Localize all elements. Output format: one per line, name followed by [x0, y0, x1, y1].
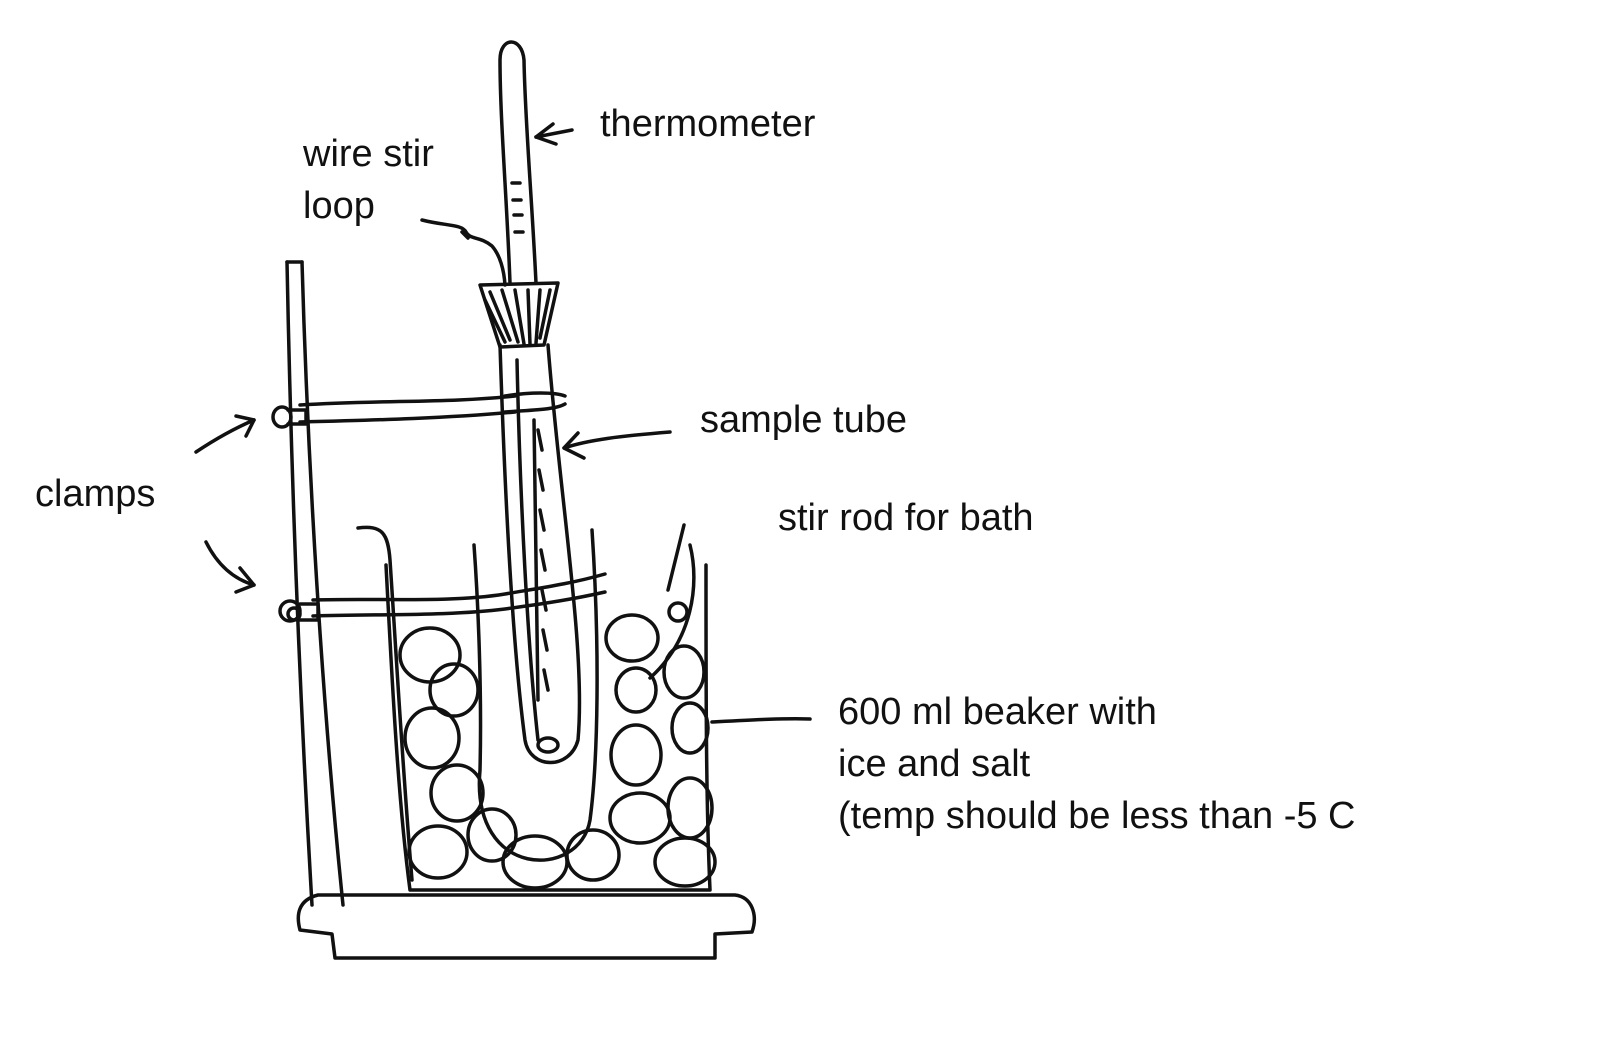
beaker-label-line-1: 600 ml beaker with — [838, 691, 1157, 733]
ice-cubes — [398, 613, 717, 890]
wire-stir-loop-label: wire stir loop — [303, 128, 434, 232]
bath-stir-rod — [356, 523, 696, 882]
clamps-label: clamps — [35, 473, 156, 515]
stand-base — [296, 893, 757, 960]
sample-tube-label: sample tube — [700, 399, 908, 441]
thermometer-arrow — [534, 122, 574, 146]
sample-tube-arrow — [562, 430, 672, 460]
beaker-label: 600 ml beaker with ice and salt (temp sh… — [838, 686, 1356, 842]
lower-clamp — [278, 572, 607, 623]
wire-stir-loop-label-line-1: wire stir — [303, 133, 434, 175]
thermometer-label: thermometer — [600, 103, 816, 145]
clamp-arrow-lower — [204, 540, 256, 594]
sample-tube — [498, 343, 582, 765]
beaker-label-line-3: (temp should be less than -5 C — [838, 795, 1356, 837]
thermometer — [498, 40, 538, 285]
wire-stir-loop-label-line-2: loop — [303, 185, 375, 227]
stir-rod-label: stir rod for bath — [778, 497, 1034, 539]
stand-rod — [285, 260, 345, 907]
stopper — [478, 281, 560, 349]
upper-clamp — [271, 391, 567, 429]
clamp-arrow-upper — [194, 414, 256, 454]
wire-stir-loop — [420, 218, 507, 287]
beaker — [384, 528, 712, 892]
beaker-label-line-2: ice and salt — [838, 743, 1031, 785]
beaker-pointer-line — [710, 716, 812, 724]
